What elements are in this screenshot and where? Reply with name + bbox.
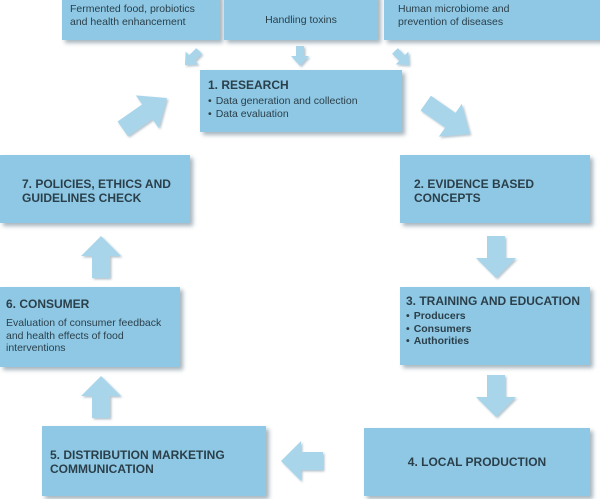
arrow-training-to-production xyxy=(476,375,516,417)
step-title: 2. EVIDENCE BASED CONCEPTS xyxy=(414,177,535,205)
step-title: 4. LOCAL PRODUCTION xyxy=(407,455,547,469)
step-policies: 7. POLICIES, ETHICS AND GUIDELINES CHECK xyxy=(0,155,190,223)
arrow-evidence-to-training xyxy=(476,236,516,278)
step-description: Evaluation of consumer feedback and heal… xyxy=(6,317,162,354)
step-bullets: Producers Consumers Authorities xyxy=(406,310,584,348)
step-training-education: 3. TRAINING AND EDUCATION Producers Cons… xyxy=(400,287,590,365)
arrow-input-left xyxy=(184,48,202,66)
step-local-production: 4. LOCAL PRODUCTION xyxy=(364,428,590,496)
step-title: 5. DISTRIBUTION MARKETING COMMUNICATION xyxy=(50,448,225,476)
input-label: Fermented food, probiotics and health en… xyxy=(70,3,195,28)
arrow-consumer-to-policies xyxy=(81,236,121,278)
arrow-production-to-distribution xyxy=(281,441,323,481)
step-title: 6. CONSUMER xyxy=(6,297,90,311)
arrow-input-center xyxy=(291,46,309,66)
input-box-fermented-food: Fermented food, probiotics and health en… xyxy=(62,0,220,40)
bullet-item: Authorities xyxy=(406,335,584,348)
arrow-research-to-evidence xyxy=(420,95,470,137)
step-distribution: 5. DISTRIBUTION MARKETING COMMUNICATION xyxy=(42,426,266,496)
step-title: 7. POLICIES, ETHICS AND GUIDELINES CHECK xyxy=(22,177,171,205)
step-consumer: 6. CONSUMER Evaluation of consumer feedb… xyxy=(0,287,180,367)
input-box-human-microbiome: Human microbiome and prevention of disea… xyxy=(384,0,600,40)
arrow-policies-to-research xyxy=(117,95,167,137)
step-evidence-based-concepts: 2. EVIDENCE BASED CONCEPTS xyxy=(400,155,590,223)
step-title: 1. RESEARCH xyxy=(208,78,289,92)
input-box-handling-toxins: Handling toxins xyxy=(224,0,378,40)
step-title: 3. TRAINING AND EDUCATION xyxy=(406,294,580,308)
bullet-item: Consumers xyxy=(406,323,584,336)
step-bullets: Data generation and collection Data eval… xyxy=(208,95,394,120)
input-label: Handling toxins xyxy=(265,13,337,26)
bullet-item: Producers xyxy=(406,310,584,323)
bullet-item: Data generation and collection xyxy=(208,95,394,108)
bullet-item: Data evaluation xyxy=(208,108,394,121)
step-research: 1. RESEARCH Data generation and collecti… xyxy=(200,70,402,132)
input-label: Human microbiome and prevention of disea… xyxy=(398,3,510,28)
arrow-distribution-to-consumer xyxy=(81,376,121,418)
arrow-input-right xyxy=(392,48,410,66)
